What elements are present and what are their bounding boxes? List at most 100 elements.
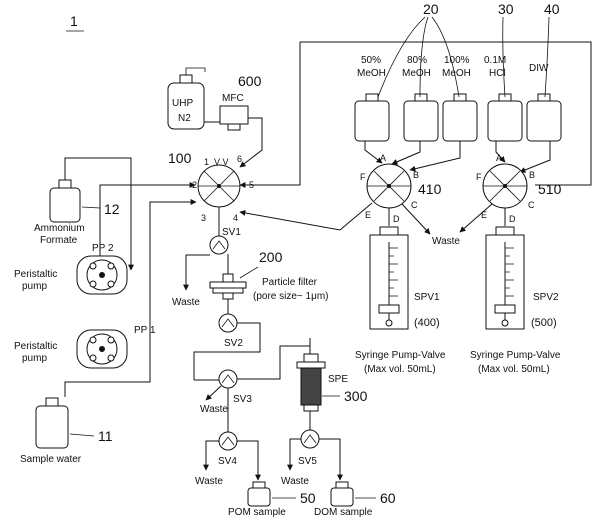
waste-5: Waste	[432, 236, 460, 247]
waste-1: Waste	[172, 297, 200, 308]
v510-port-b: B	[529, 170, 535, 180]
spv2-sub: (Max vol. 50mL)	[478, 364, 550, 375]
sv4-label: SV4	[218, 456, 237, 467]
switch-valve-1	[210, 236, 228, 254]
label-50: 50	[300, 490, 316, 506]
tube-80meoh	[392, 141, 420, 164]
v410-port-b: B	[413, 170, 419, 180]
v510-port-c: C	[528, 200, 535, 210]
peristaltic-pump-1	[77, 330, 127, 368]
tube-pp1-out	[150, 202, 196, 373]
tube-sv5-dom	[319, 439, 340, 480]
tube-pp2-out	[100, 185, 195, 264]
v100-port-1: 1	[204, 157, 209, 167]
dom-label: DOM sample	[314, 507, 373, 517]
sv3-label: SV3	[233, 394, 252, 405]
pom-bottle	[248, 482, 270, 506]
v100-port-4: 4	[233, 213, 238, 223]
sample-water-bottle	[36, 398, 68, 448]
tube-sv3-waste	[206, 386, 221, 400]
gas-name: UHP	[172, 98, 193, 109]
label-300: 300	[344, 388, 368, 404]
pp2-id: PP 2	[92, 243, 114, 254]
v410-port-f: F	[360, 172, 366, 182]
v100-port-6: 6	[237, 154, 242, 164]
v100-port-5: 5	[249, 180, 254, 190]
tube-410-to-v100	[240, 203, 372, 230]
reagent-bottle-80meoh	[404, 94, 438, 141]
label-20: 20	[423, 1, 439, 17]
waste-2: Waste	[200, 404, 228, 415]
reagent-bottle-100meoh	[443, 94, 477, 141]
label-40: 40	[544, 1, 560, 17]
mfc-label: MFC	[222, 93, 244, 104]
ammonium-bottle	[50, 180, 80, 222]
filter-line2: (pore size~ 1μm)	[253, 291, 329, 302]
syringe-pump-1	[370, 227, 408, 329]
valve-100	[198, 165, 240, 207]
leader-40	[545, 17, 549, 97]
waste-4: Waste	[281, 476, 309, 487]
pp1-label2: pump	[22, 353, 47, 364]
spe-label: SPE	[328, 374, 348, 385]
label-510: 510	[538, 181, 562, 197]
v510-port-a: A	[496, 153, 502, 163]
switch-valve-2	[219, 314, 237, 332]
v410-port-e: E	[365, 210, 371, 220]
spv2-title: Syringe Pump-Valve	[470, 350, 561, 361]
tube-510-waste	[460, 204, 492, 232]
reagent-3-line1: 100%	[444, 55, 470, 66]
pp1-id: PP 1	[134, 325, 156, 336]
reagent-1-line1: 50%	[361, 55, 381, 66]
leader-200	[240, 267, 258, 278]
reagent-3-line2: MeOH	[442, 68, 471, 79]
sv2-label: SV2	[224, 338, 243, 349]
label-11: 11	[98, 428, 113, 444]
dom-bottle	[331, 482, 353, 506]
v410-port-d: D	[393, 214, 400, 224]
label-30: 30	[498, 1, 514, 17]
pom-label: POM sample	[228, 507, 286, 517]
switch-valve-5	[301, 430, 319, 448]
v510-port-d: D	[509, 214, 516, 224]
spv1-title: Syringe Pump-Valve	[355, 350, 446, 361]
reagent-1-line2: MeOH	[357, 68, 386, 79]
sv1-label: SV1	[222, 227, 241, 238]
reagent-bottle-diw	[527, 94, 561, 141]
pp1-label1: Peristaltic	[14, 341, 57, 352]
sv5-label: SV5	[298, 456, 317, 467]
tube-to-port5	[240, 42, 300, 185]
ammonium-line1: Ammonium	[34, 223, 85, 234]
label-200: 200	[259, 249, 283, 265]
label-410: 410	[418, 181, 442, 197]
sample-water-label: Sample water	[20, 454, 82, 465]
ammonium-line2: Formate	[40, 235, 78, 246]
switch-valve-3	[219, 370, 237, 388]
spv1-sub: (Max vol. 50mL)	[364, 364, 436, 375]
tube-sv4-pom	[237, 441, 258, 480]
tube-sv1-waste	[186, 255, 210, 290]
filter-line1: Particle filter	[262, 277, 318, 288]
reagent-bottle-50meoh	[355, 94, 389, 141]
switch-valve-4	[219, 432, 237, 450]
v100-port-3: 3	[201, 213, 206, 223]
spe-cartridge	[297, 354, 325, 411]
reagent-bottle-hcl	[488, 94, 522, 141]
spv2-num: (500)	[531, 317, 557, 329]
spv1-id: SPV1	[414, 292, 440, 303]
v100-vv: V V	[214, 157, 229, 167]
reagent-2-line2: MeOH	[402, 68, 431, 79]
reagent-5-line2: DIW	[529, 63, 549, 74]
gas-formula: N2	[178, 113, 191, 124]
reagent-2-line1: 80%	[407, 55, 427, 66]
v410-port-a: A	[380, 153, 386, 163]
label-100: 100	[168, 150, 192, 166]
tube-sample-water	[65, 373, 150, 397]
valve-510	[483, 164, 527, 208]
spv2-id: SPV2	[533, 292, 559, 303]
valve-410	[367, 164, 411, 208]
pp2-label2: pump	[22, 281, 47, 292]
label-600: 600	[238, 73, 262, 89]
figure-ref: 1	[70, 13, 78, 29]
